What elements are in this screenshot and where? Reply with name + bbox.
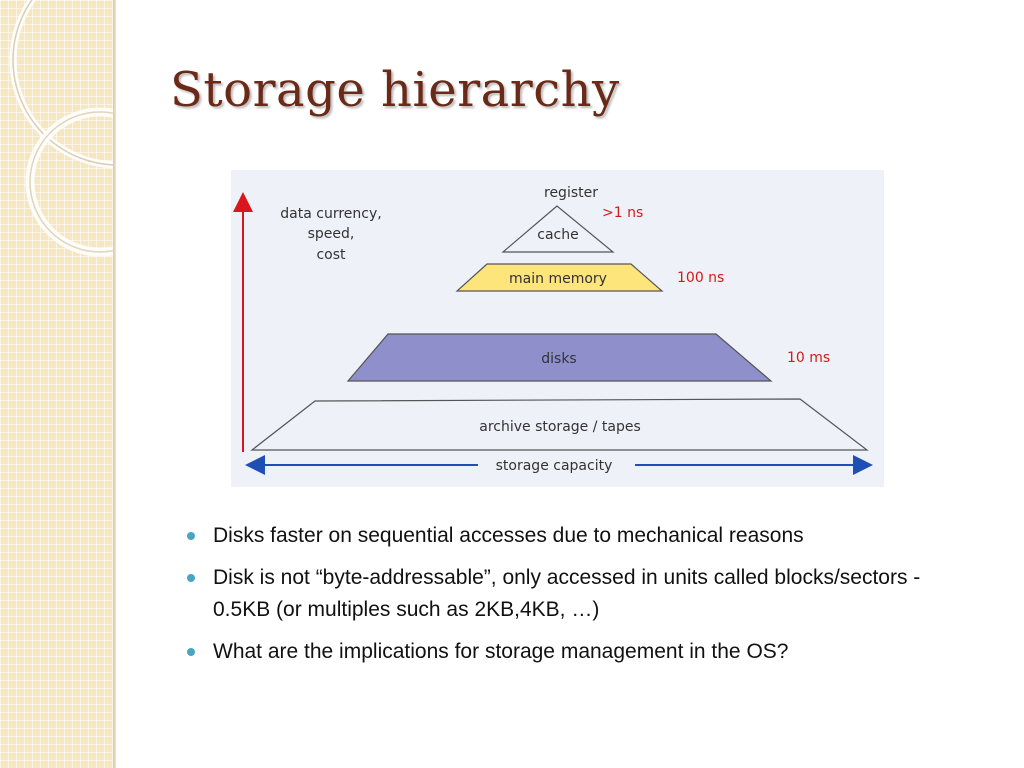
storage-hierarchy-figure: data currency, speed, cost register >1 n… bbox=[231, 170, 884, 487]
disks-tier bbox=[346, 333, 773, 382]
side-band-edge bbox=[113, 0, 116, 768]
archive-label: archive storage / tapes bbox=[479, 419, 641, 435]
bullet-item: Disks faster on sequential accesses due … bbox=[187, 520, 977, 552]
bullet-text: What are the implications for storage ma… bbox=[213, 640, 789, 663]
bullet-dot-icon bbox=[187, 648, 195, 656]
bullet-text: Disks faster on sequential accesses due … bbox=[213, 524, 804, 547]
axis-label-line-2: speed, bbox=[308, 226, 355, 242]
decorative-circles bbox=[9, 0, 113, 257]
cache-triangle bbox=[501, 205, 615, 253]
axis-label-line-1: data currency, bbox=[280, 206, 381, 222]
register-label: register bbox=[544, 185, 598, 201]
deco-circle-large bbox=[9, 0, 113, 169]
bullet-item: Disk is not “byte-addressable”, only acc… bbox=[187, 562, 977, 626]
slide-title: Storage hierarchy bbox=[170, 62, 620, 118]
archive-tier bbox=[250, 398, 869, 451]
register-latency: >1 ns bbox=[602, 205, 643, 221]
deco-circle-large-outline bbox=[12, 0, 113, 166]
main-memory-latency: 100 ns bbox=[677, 270, 724, 286]
main-memory-tier bbox=[455, 263, 664, 292]
bullet-dot-icon bbox=[187, 574, 195, 582]
axis-label-line-3: cost bbox=[316, 247, 346, 263]
disks-label: disks bbox=[541, 351, 576, 367]
bullet-text: Disk is not “byte-addressable”, only acc… bbox=[213, 566, 921, 621]
disks-latency: 10 ms bbox=[787, 350, 830, 366]
bullet-item: What are the implications for storage ma… bbox=[187, 636, 977, 668]
storage-pyramid-diagram: data currency, speed, cost register >1 n… bbox=[233, 185, 873, 475]
bullet-dot-icon bbox=[187, 532, 195, 540]
main-memory-label: main memory bbox=[509, 271, 607, 287]
decorative-side-band bbox=[0, 0, 113, 768]
deco-circle-small-outline bbox=[29, 111, 113, 253]
cache-label: cache bbox=[537, 227, 578, 243]
storage-capacity-label: storage capacity bbox=[496, 458, 613, 474]
bullet-list: Disks faster on sequential accesses due … bbox=[187, 520, 977, 678]
